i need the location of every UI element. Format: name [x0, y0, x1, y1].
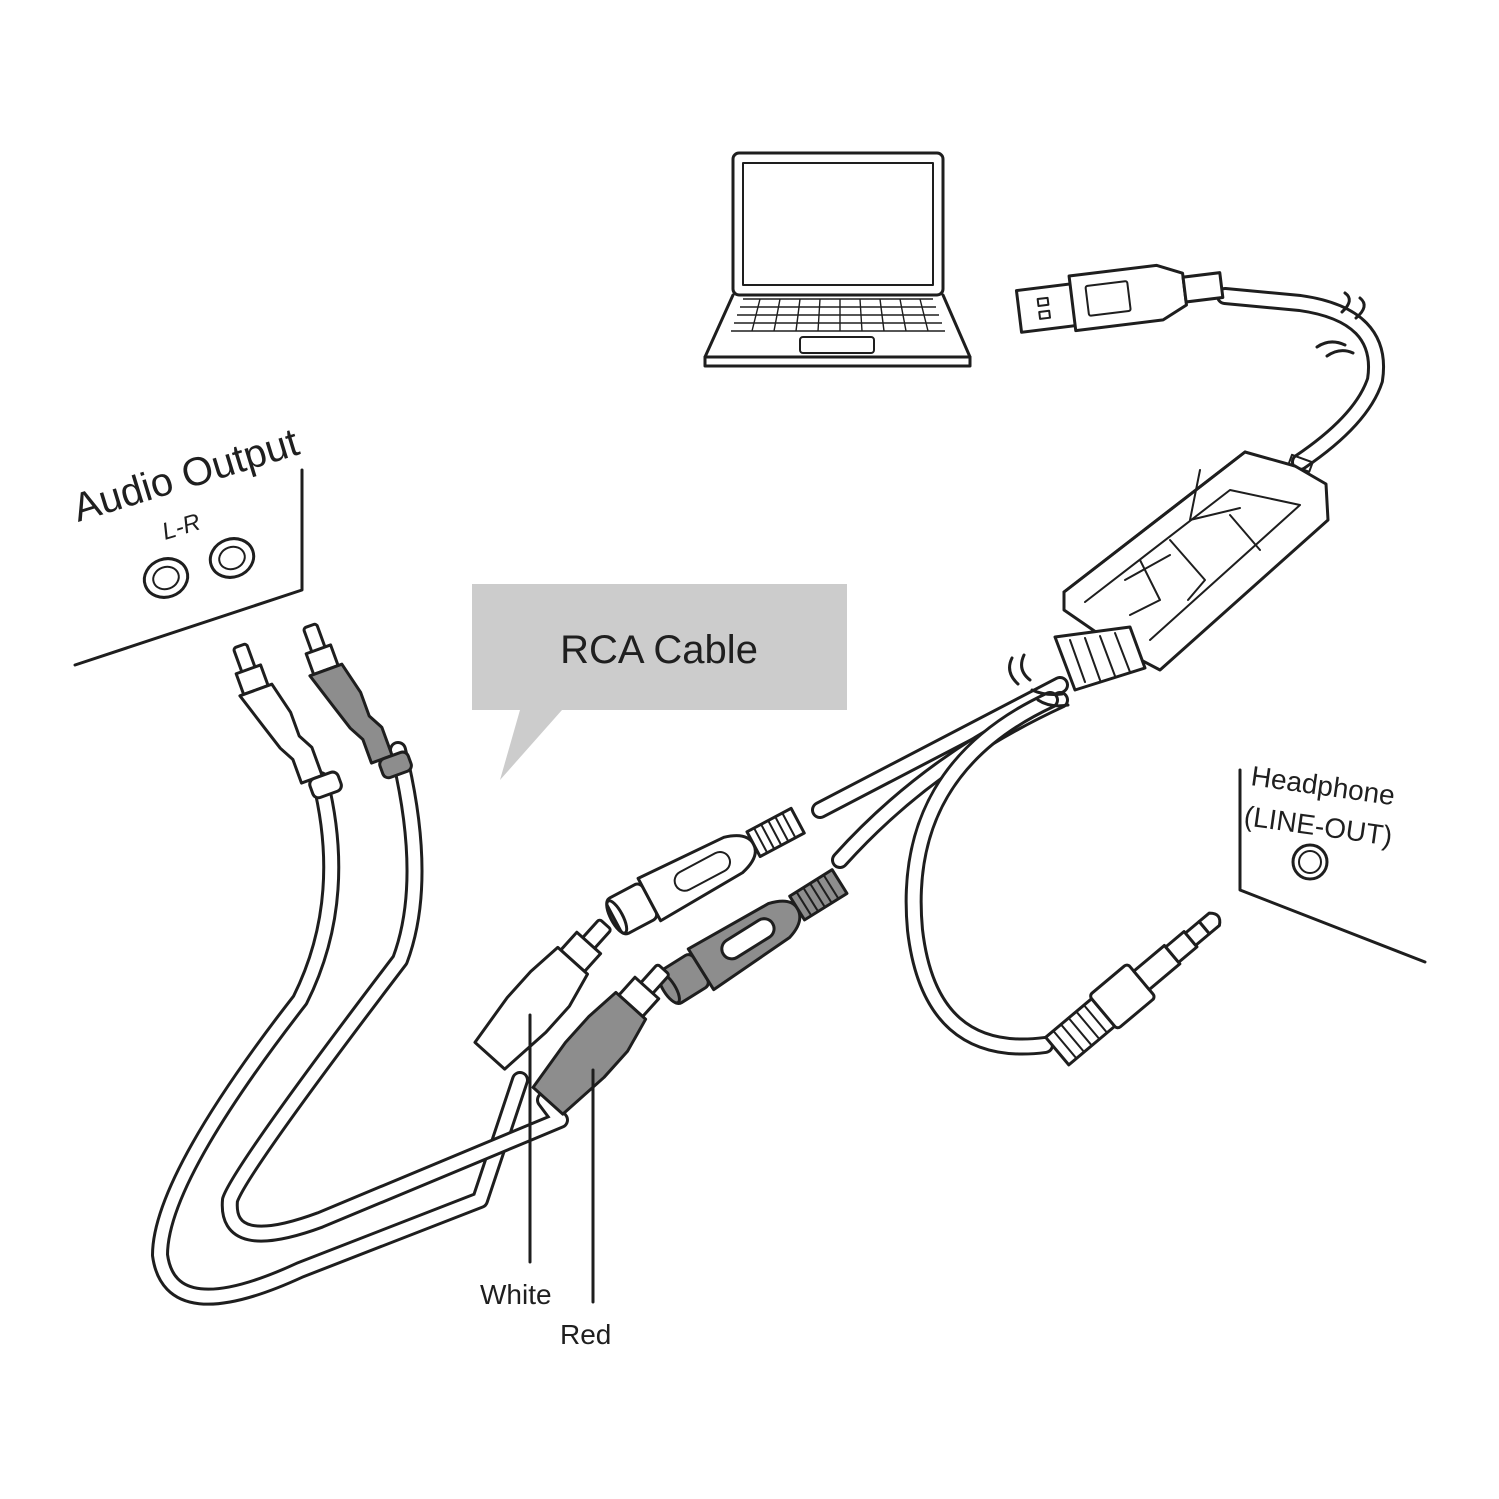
rca-cable	[151, 741, 569, 1306]
usb-cable	[1216, 287, 1386, 471]
headphone-output-panel	[1238, 768, 1427, 964]
callout-bubble	[472, 584, 847, 780]
rca-jack-red-icon	[657, 868, 849, 1005]
audio-jack-35mm-icon	[1044, 911, 1222, 1067]
y-split-cables	[811, 625, 1147, 1056]
rca-plug-red-top-icon	[302, 622, 413, 780]
l-r-label: L-R	[159, 509, 204, 546]
rca-plug-white-bottom-icon	[473, 918, 612, 1071]
leader-lines	[528, 1013, 595, 1304]
rca-plug-red-bottom-icon	[531, 963, 670, 1116]
rca-plug-white-top-icon	[232, 642, 343, 800]
rca-cable-label: RCA Cable	[560, 628, 758, 672]
usb-plug-icon	[1014, 263, 1225, 334]
white-label: White	[480, 1279, 552, 1310]
laptop-keyboard	[731, 298, 945, 332]
rca-cable-callout	[472, 584, 847, 780]
rca-jack-white-icon	[605, 806, 806, 936]
audio-output-panel	[73, 468, 304, 667]
red-label: Red	[560, 1319, 611, 1350]
rca-socket-left-icon	[142, 557, 190, 599]
usb-sound-adapter-icon	[1062, 450, 1330, 672]
laptop-icon	[703, 151, 972, 368]
rca-socket-right-icon	[208, 537, 256, 579]
